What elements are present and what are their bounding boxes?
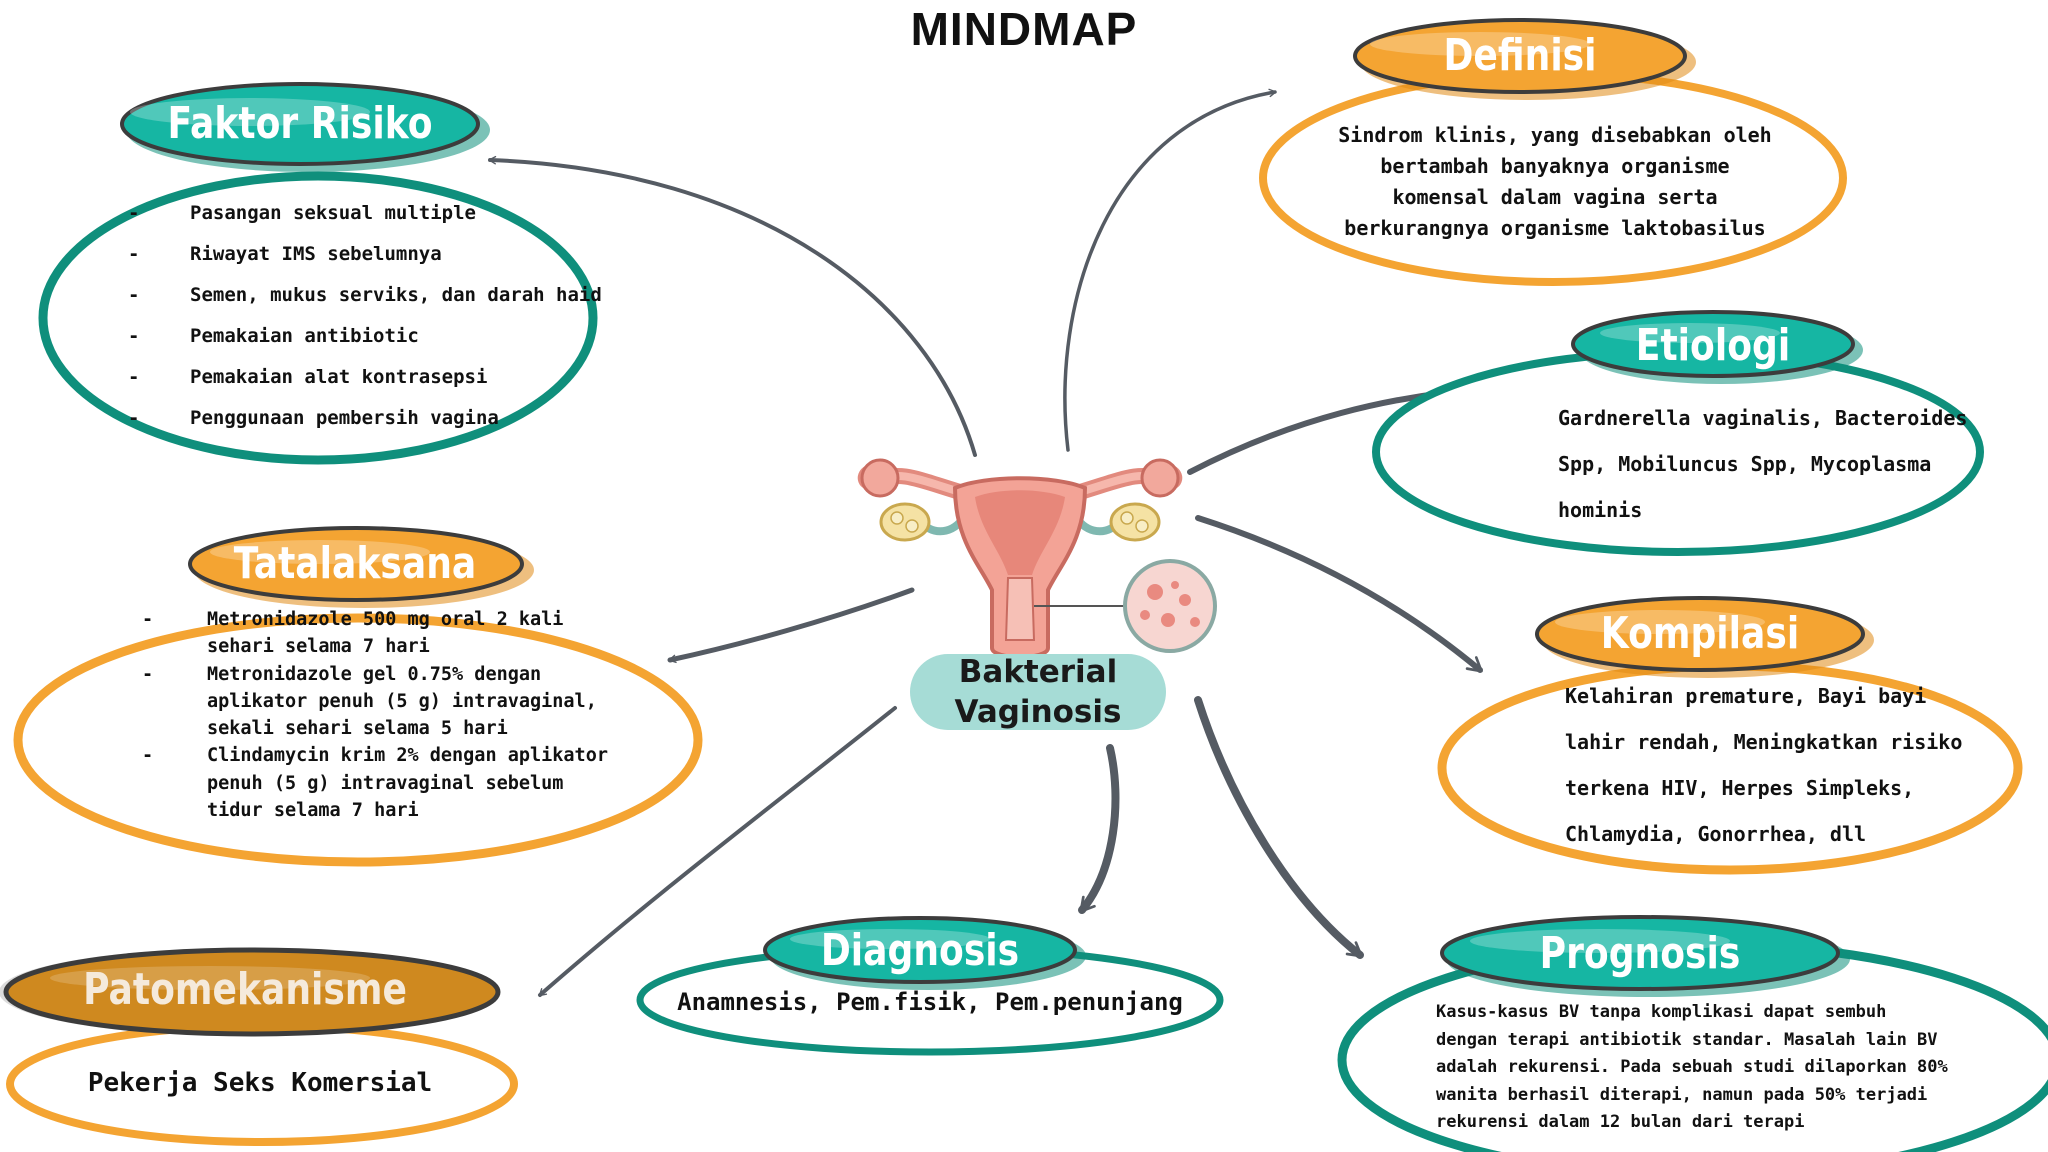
page-title: MINDMAP bbox=[910, 3, 1138, 55]
prognosis-text: Kasus-kasus BV tanpa komplikasi dapat se… bbox=[1436, 1002, 1948, 1132]
list-item: -Pemakaian alat kontrasepsi bbox=[128, 366, 488, 388]
list-item: -Pemakaian antibiotic bbox=[128, 325, 419, 347]
list-item: - Metronidazole 500 mg oral 2 kali sehar… bbox=[142, 609, 564, 658]
faktor-risiko-node bbox=[38, 82, 598, 465]
arrow-to-definisi bbox=[1063, 88, 1277, 452]
definisi-heading: Definisi bbox=[1443, 30, 1597, 81]
prognosis-node bbox=[1337, 915, 2048, 1152]
tatalaksana-node bbox=[13, 526, 703, 867]
patomekanisme-node bbox=[0, 947, 518, 1146]
definisi-text: Sindrom klinis, yang disebabkan oleh ber… bbox=[1338, 123, 1772, 240]
arrow-to-kompilasi bbox=[1195, 515, 1483, 673]
list-item: -Pasangan seksual multiple bbox=[128, 202, 476, 224]
connections bbox=[488, 88, 1499, 997]
diagnosis-text: Anamnesis, Pem.fisik, Pem.penunjang bbox=[677, 988, 1183, 1016]
list-item: - Metronidazole gel 0.75% dengan aplikat… bbox=[142, 663, 597, 740]
prognosis-heading: Prognosis bbox=[1539, 928, 1741, 979]
kompilasi-text: Kelahiran premature, Bayi bayi lahir ren… bbox=[1565, 684, 1963, 846]
patomekanisme-text: Pekerja Seks Komersial bbox=[87, 1068, 433, 1098]
etiologi-heading: Etiologi bbox=[1635, 320, 1791, 371]
faktor-risiko-heading: Faktor Risiko bbox=[167, 98, 433, 149]
tatalaksana-heading: Tatalaksana bbox=[233, 538, 477, 589]
tatalaksana-list: - Metronidazole 500 mg oral 2 kali sehar… bbox=[142, 606, 608, 824]
diagnosis-heading: Diagnosis bbox=[820, 925, 1020, 976]
list-item: -Penggunaan pembersih vagina bbox=[128, 407, 499, 429]
list-item: - Clindamycin krim 2% dengan aplikator p… bbox=[142, 745, 608, 822]
arrow-to-patomekanisme bbox=[538, 706, 897, 997]
center-pill bbox=[910, 654, 1166, 730]
kompilasi-node bbox=[1437, 596, 2023, 875]
center-topic-label: Bakterial Vaginosis bbox=[954, 654, 1122, 730]
etiologi-node bbox=[1372, 310, 1984, 556]
faktor-risiko-list: -Pasangan seksual multiple -Riwayat IMS … bbox=[128, 202, 602, 448]
arrow-to-prognosis bbox=[1194, 696, 1364, 959]
uterus-illustration bbox=[857, 458, 1217, 659]
etiologi-text: Gardnerella vaginalis, Bacteroides Spp, … bbox=[1558, 406, 1968, 522]
patomekanisme-heading: Patomekanisme bbox=[83, 964, 407, 1015]
diagnosis-node bbox=[636, 916, 1224, 1056]
arrow-to-faktor-risiko bbox=[488, 155, 977, 457]
arrow-to-tatalaksana bbox=[667, 587, 915, 664]
list-item: -Riwayat IMS sebelumnya bbox=[128, 243, 442, 265]
list-item: -Semen, mukus serviks, dan darah haid bbox=[128, 284, 602, 306]
definisi-node bbox=[1259, 18, 1847, 286]
arrow-to-diagnosis bbox=[1078, 744, 1120, 914]
kompilasi-heading: Kompilasi bbox=[1600, 608, 1800, 659]
